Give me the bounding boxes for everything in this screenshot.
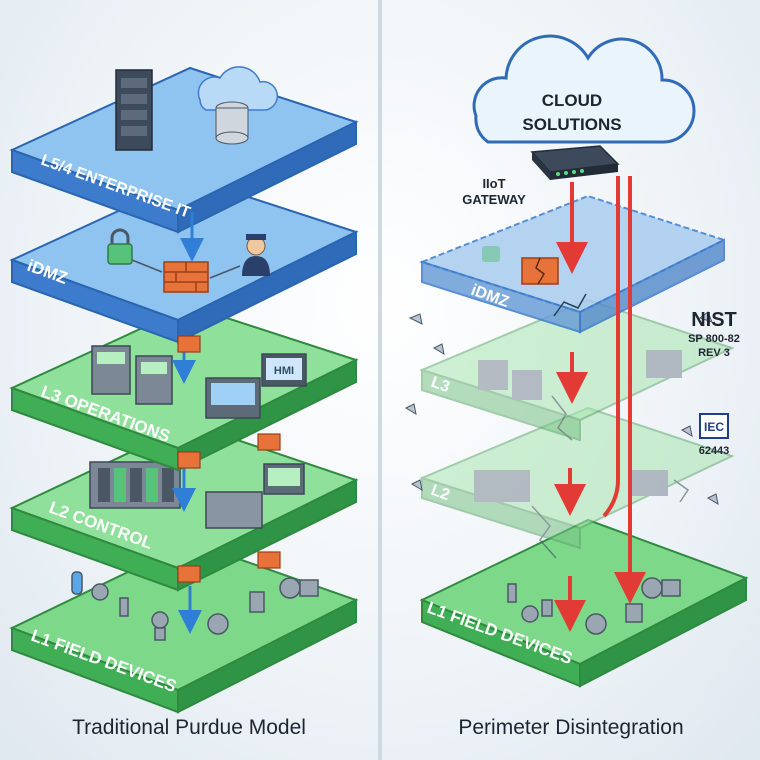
controller-icon <box>205 463 305 529</box>
iec-number: 62443 <box>699 445 730 457</box>
lock-icon <box>107 228 133 265</box>
security-guard-icon <box>242 234 270 276</box>
perimeter-disintegration-panel: L1 FIELD DEVICES L2 L3 <box>382 0 760 760</box>
lock-icon <box>482 246 500 262</box>
nist-line1: SP 800-82 <box>688 333 740 345</box>
data-flow-arrows <box>172 212 204 634</box>
field-device-icons <box>71 571 319 641</box>
nist-line2: REV 3 <box>698 347 730 359</box>
cloud-solutions-icon: CLOUD SOLUTIONS <box>472 34 696 144</box>
caption-traditional-purdue: Traditional Purdue Model <box>72 716 306 739</box>
plc-rack-icon <box>89 461 181 509</box>
layer-label-operations: L3 <box>429 374 452 396</box>
bypass-attack-arrows <box>554 176 646 632</box>
layer-l1-field-devices: L1 FIELD DEVICES <box>419 518 749 688</box>
operations-panel-icon <box>91 345 261 419</box>
hmi-label: HMI <box>274 365 294 377</box>
layer-l3-operations-broken: L3 <box>419 298 735 442</box>
cloud-label-line2: SOLUTIONS <box>522 115 621 134</box>
layer-label-control: L2 <box>429 482 452 504</box>
cloud-database-icon <box>197 66 278 145</box>
gateway-label-line1: IIoT <box>482 176 505 191</box>
debris-fragments <box>404 311 719 506</box>
server-rack-icon <box>115 69 153 151</box>
nist-title: NIST <box>691 309 737 331</box>
disintegration-diagram: L1 FIELD DEVICES L2 L3 <box>404 34 749 688</box>
layer-enterprise-it: L5/4 ENTERPRISE IT <box>9 66 359 234</box>
purdue-diagram: L1 FIELD DEVICES L2 CONTROL <box>9 66 359 714</box>
iiot-gateway-icon: IIoT GATEWAY <box>462 145 620 207</box>
layer-l2-control-broken: L2 <box>419 406 735 559</box>
firewall-icon <box>163 261 209 293</box>
gateway-label-line2: GATEWAY <box>462 192 526 207</box>
nist-badge: NIST SP 800-82 REV 3 <box>688 309 740 359</box>
iec-logo: IEC <box>704 420 724 434</box>
iec-badge: IEC 62443 <box>699 413 730 457</box>
caption-perimeter-disintegration: Perimeter Disintegration <box>458 716 684 739</box>
broken-firewall-icon <box>521 257 559 285</box>
cloud-label-line1: CLOUD <box>542 91 602 110</box>
hmi-monitor-icon: HMI <box>261 353 307 387</box>
field-device-icons <box>507 577 681 635</box>
firewall-icons-small <box>177 335 281 583</box>
panel-divider <box>378 0 382 760</box>
purdue-model-panel: L1 FIELD DEVICES L2 CONTROL <box>0 0 378 760</box>
